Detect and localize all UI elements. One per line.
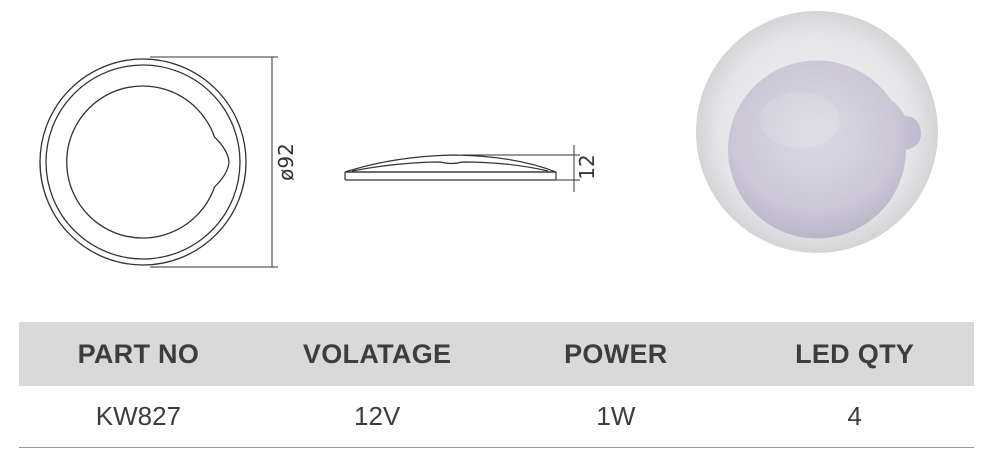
- side-view-drawing: [344, 145, 580, 192]
- product-photo: [696, 11, 938, 253]
- header-part-no: PART NO: [19, 322, 258, 386]
- cell-led-qty: 4: [735, 386, 974, 448]
- product-drawing: ø92 12: [39, 11, 938, 268]
- cell-power: 1W: [496, 386, 736, 448]
- header-power: POWER: [496, 322, 736, 386]
- side-body-outline: [344, 154, 557, 173]
- side-lens-curve: [351, 161, 549, 172]
- outer-rim-outline: [39, 58, 247, 266]
- inner-lens-outline: [66, 85, 230, 239]
- table-header-row: PART NO VOLATAGE POWER LED QTY: [19, 322, 974, 386]
- cell-voltage: 12V: [257, 386, 497, 448]
- front-view-drawing: [39, 56, 278, 268]
- cell-part-no: KW827: [19, 386, 258, 448]
- diameter-label: ø92: [274, 143, 298, 181]
- header-voltage: VOLATAGE: [257, 322, 497, 386]
- height-label: 12: [575, 154, 599, 179]
- photo-lens: [728, 60, 922, 239]
- spec-table: PART NO VOLATAGE POWER LED QTY KW827 12V…: [19, 322, 974, 448]
- photo-highlight: [760, 92, 840, 148]
- table-row: KW827 12V 1W 4: [19, 386, 974, 448]
- second-rim-outline: [45, 64, 241, 260]
- header-led-qty: LED QTY: [735, 322, 974, 386]
